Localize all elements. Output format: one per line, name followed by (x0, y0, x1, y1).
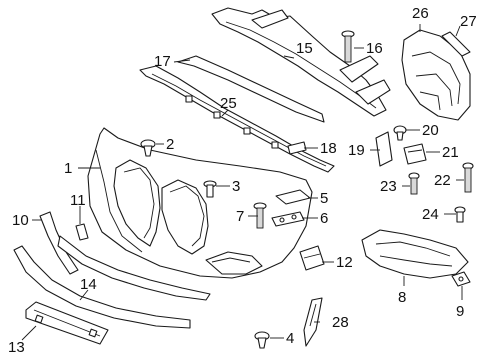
part-6-bracket (271, 211, 305, 227)
callout-23: 23 (380, 178, 397, 195)
callout-4: 4 (286, 330, 294, 347)
callout-18: 18 (320, 140, 337, 157)
callout-28: 28 (332, 314, 349, 331)
part-19-bracket (375, 131, 393, 167)
part-23-bolt (408, 172, 420, 195)
callout-6: 6 (320, 210, 328, 227)
callout-15: 15 (296, 40, 313, 57)
callout-9: 9 (456, 303, 464, 320)
callout-19: 19 (348, 142, 365, 159)
part-21-bracket (403, 143, 427, 165)
callout-8: 8 (398, 289, 406, 306)
part-22-bolt (462, 162, 474, 193)
part-13-plate-holder (25, 301, 109, 345)
part-27-plate (441, 31, 471, 57)
callout-10: 10 (12, 212, 29, 229)
part-15-carrier (211, 7, 391, 117)
part-17-strip (177, 55, 325, 123)
callout-16: 16 (366, 40, 383, 57)
part-18-clip (287, 141, 307, 155)
part-8-mount (361, 229, 469, 279)
part-1-bumper-cover (87, 127, 313, 279)
callout-21: 21 (442, 144, 459, 161)
part-2-clip (140, 139, 156, 157)
part-26-bracket (401, 29, 471, 121)
part-11-bracket (75, 223, 89, 241)
callout-17: 17 (154, 53, 171, 70)
callout-14: 14 (80, 276, 97, 293)
callout-12: 12 (336, 254, 353, 271)
callout-13: 13 (8, 339, 25, 356)
part-28-reflector (303, 297, 323, 347)
callout-22: 22 (434, 172, 451, 189)
callout-24: 24 (422, 206, 439, 223)
callout-27: 27 (460, 13, 477, 30)
callout-11: 11 (70, 192, 86, 209)
part-12-bracket (299, 245, 325, 271)
part-24-bolt (454, 206, 466, 223)
part-7-bolt (253, 202, 267, 229)
part-3-screw (203, 180, 217, 198)
callout-20: 20 (422, 122, 439, 139)
part-25-bracket (139, 65, 335, 173)
callout-3: 3 (232, 178, 240, 195)
callout-5: 5 (320, 190, 328, 207)
part-16-bolt (341, 30, 355, 63)
callout-25: 25 (220, 95, 237, 112)
part-4-clip (254, 331, 270, 349)
callout-7: 7 (236, 208, 244, 225)
part-14-lower-lip (13, 235, 211, 329)
callout-26: 26 (412, 5, 429, 22)
callout-2: 2 (166, 136, 174, 153)
callout-labels: 1 2 3 4 5 6 7 8 9 10 11 12 13 14 15 16 1… (8, 5, 477, 356)
part-20-clip (393, 125, 407, 141)
part-9-clip (451, 271, 471, 287)
leader-lines (21, 24, 464, 341)
callout-1: 1 (64, 160, 72, 177)
